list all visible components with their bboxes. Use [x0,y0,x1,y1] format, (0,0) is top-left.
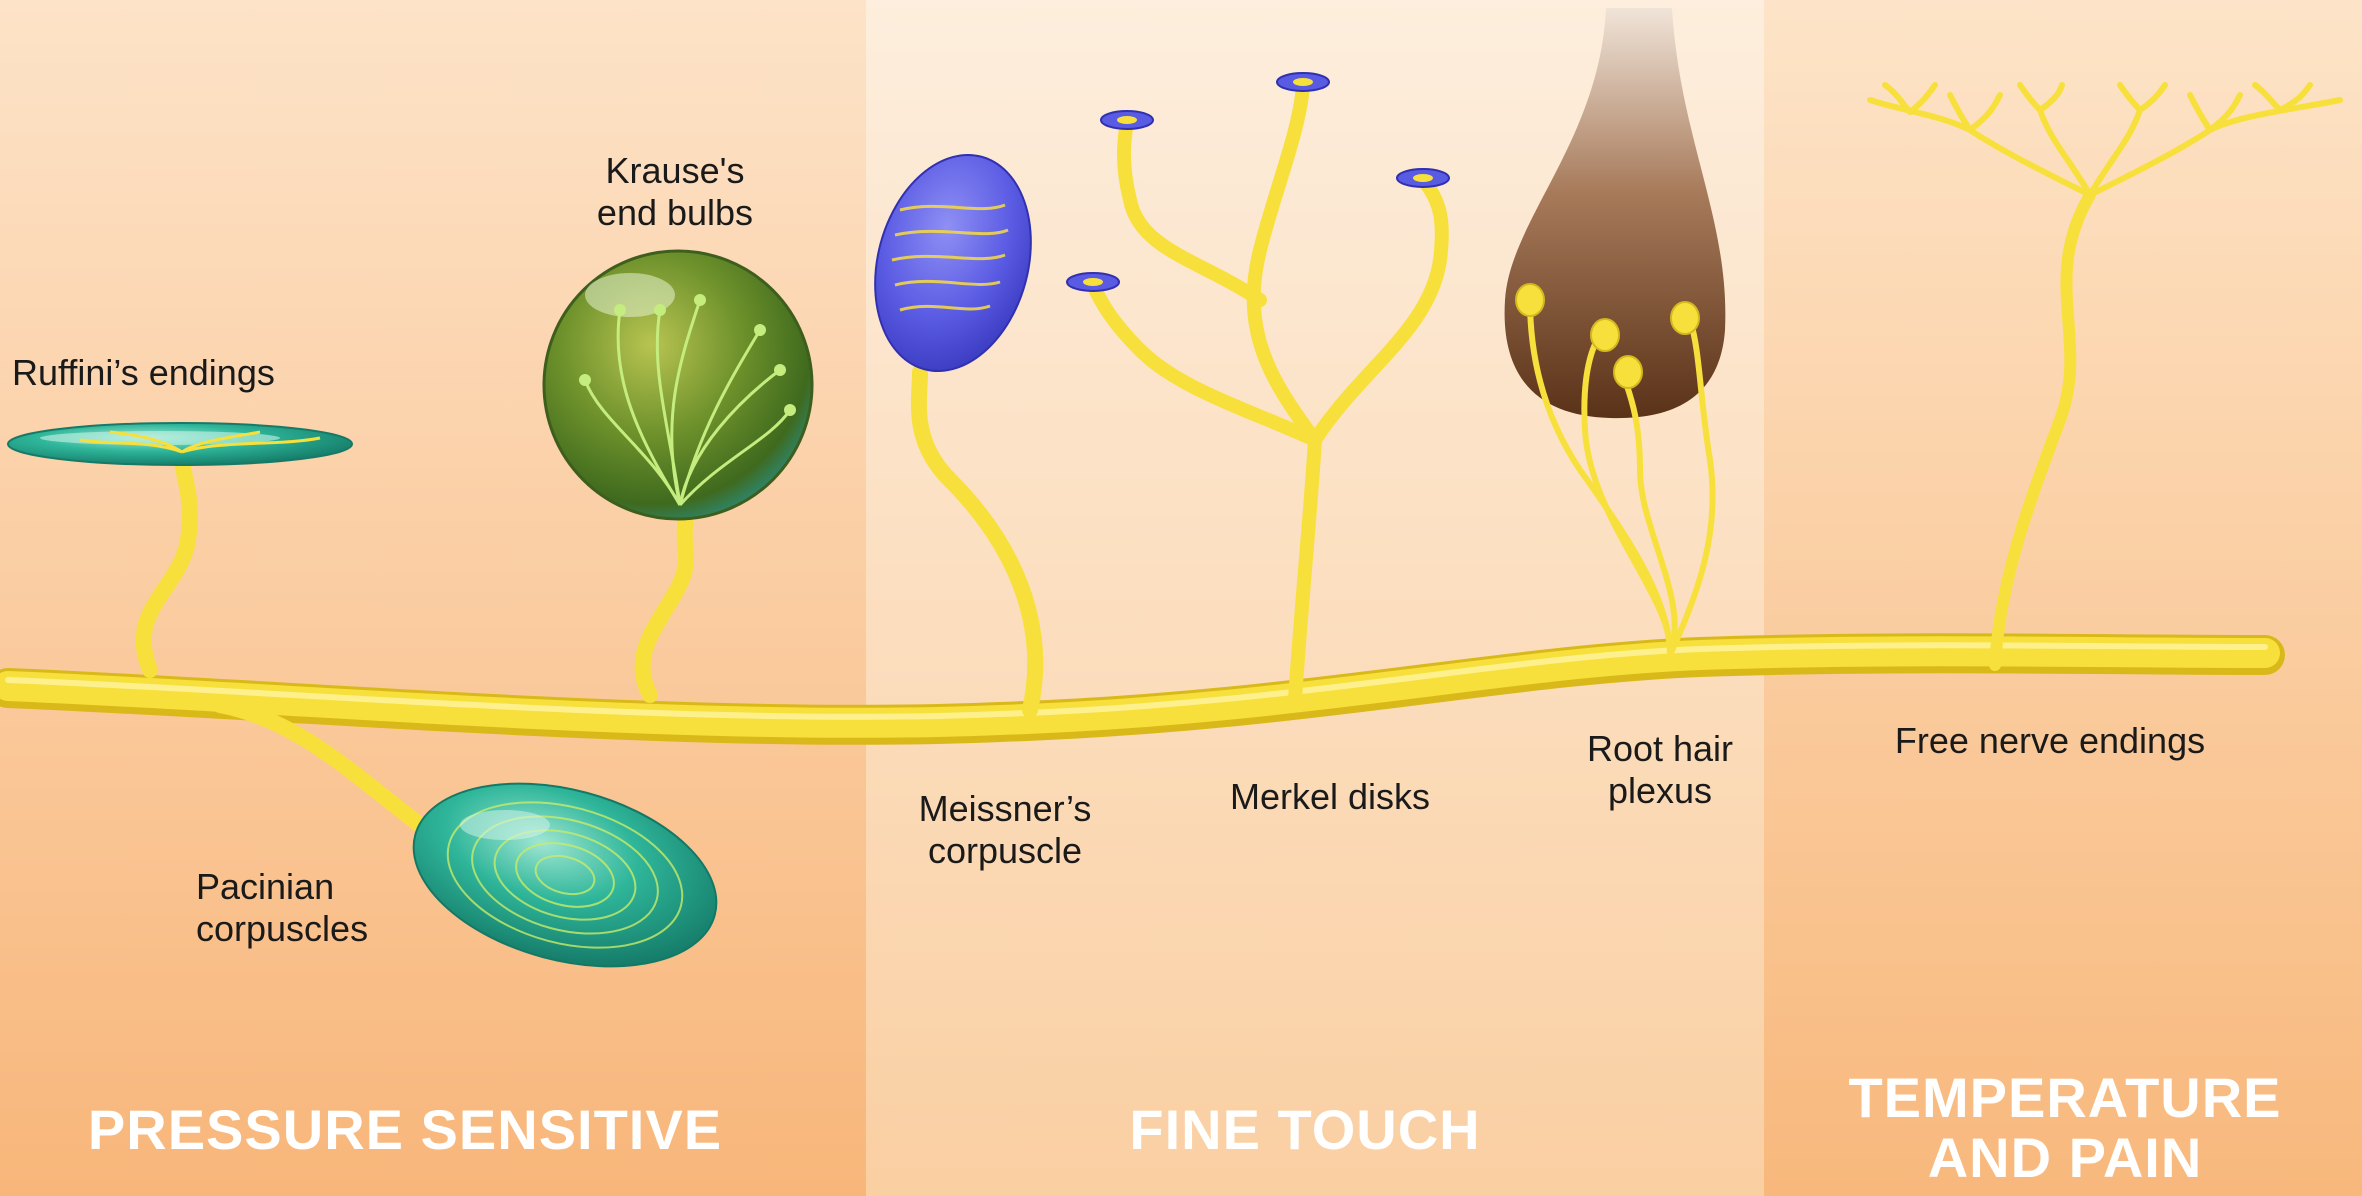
krause-end-bulbs-receptor [544,251,812,695]
krause-end-bulbs-label: Krause's end bulbs [560,150,790,234]
meissner-corpuscle-label: Meissner’s corpuscle [880,788,1130,872]
root-hair-plexus-label: Root hair plexus [1540,728,1780,812]
root-hair-plexus-receptor [1505,8,1726,655]
pacinian-corpuscles-label: Pacinian corpuscles [196,866,368,950]
fine-touch-heading: FINE TOUCH [1000,1100,1610,1160]
meissner-corpuscle-receptor [852,137,1054,710]
free-nerve-endings-receptor [1870,85,2340,665]
free-nerve-endings-label: Free nerve endings [1830,720,2270,762]
merkel-disks-receptor [1093,85,1442,700]
pressure-sensitive-heading: PRESSURE SENSITIVE [30,1100,780,1160]
ruffini-endings-label: Ruffini’s endings [12,352,275,394]
temperature-pain-heading: TEMPERATURE AND PAIN [1770,1068,2360,1188]
ruffini-endings-receptor [8,423,352,670]
pacinian-corpuscles-receptor [220,705,737,997]
merkel-disks-label: Merkel disks [1180,776,1480,818]
